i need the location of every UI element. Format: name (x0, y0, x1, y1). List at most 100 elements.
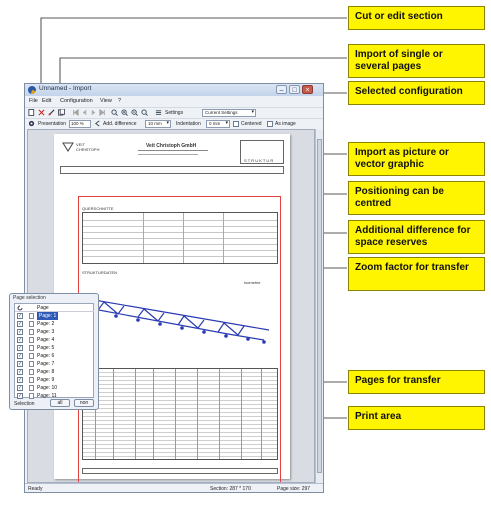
menu-edit[interactable]: Edit (42, 98, 52, 104)
company-logo-icon (62, 142, 74, 152)
page-row[interactable]: ✓ Page: 10 (15, 384, 94, 392)
settings-label[interactable]: Settings (165, 110, 184, 116)
title-bar: Unnamed - Import – □ × (25, 84, 323, 96)
member-table (82, 368, 278, 460)
add-difference-select[interactable]: 10 mm (145, 120, 171, 128)
page-row[interactable]: ✓ Page: 2 (15, 320, 94, 328)
page-icon (29, 385, 34, 391)
page-row[interactable]: ✓ Page: 9 (15, 376, 94, 384)
menu-configuration[interactable]: Configuration (60, 98, 93, 104)
main-toolbar: Settings Current Settings (25, 107, 323, 117)
presentation-label: Presentation (38, 121, 67, 127)
page-row[interactable]: ✓ Page: 4 (15, 336, 94, 344)
centered-label: Centered (241, 121, 262, 127)
cut-icon[interactable] (38, 109, 45, 116)
page-row[interactable]: ✓Page: 5 (15, 344, 94, 352)
callout-configuration: Selected configuration (348, 81, 485, 105)
left-arrow-icon[interactable] (94, 120, 101, 127)
page-label: Page: 9 (37, 377, 55, 383)
close-button[interactable]: × (302, 85, 313, 94)
selection-label: Selection (14, 401, 35, 407)
presentation-zoom-field[interactable]: 100 % (69, 120, 91, 128)
zoom-in-icon[interactable] (121, 109, 128, 116)
maximize-button[interactable]: □ (289, 85, 300, 94)
zoom-fit-icon[interactable] (111, 109, 118, 116)
company-name: Veit Christoph GmbH (146, 143, 197, 149)
next-page-icon[interactable] (90, 109, 97, 116)
page-row[interactable]: ✓ Page: 6 (15, 352, 94, 360)
page-checkbox[interactable]: ✓ (17, 369, 23, 375)
menu-view[interactable]: View (100, 98, 112, 104)
page-checkbox[interactable]: ✓ (17, 377, 23, 383)
page-checkbox[interactable]: ✓ (17, 345, 23, 351)
select-none-button[interactable]: non (74, 399, 94, 407)
page-row[interactable]: ✓ Page: 1 (15, 312, 94, 320)
section-querschnitte: QUERSCHNITTE (82, 206, 114, 211)
as-image-checkbox[interactable] (267, 121, 273, 127)
page-checkbox[interactable]: ✓ (17, 361, 23, 367)
status-bar: Ready Section: 287 * 170 Page size: 297 (25, 483, 323, 493)
page-icon (29, 393, 34, 399)
first-page-icon[interactable] (72, 109, 79, 116)
minimize-button[interactable]: – (276, 85, 287, 94)
page-checkbox[interactable]: ✓ (17, 393, 23, 399)
page-checkbox[interactable]: ✓ (17, 321, 23, 327)
page-checkbox[interactable]: ✓ (17, 313, 23, 319)
page-list: Page ✓ Page: 1 ✓ Page: 2 ✓ Page: 3 ✓ Page: 4… (14, 303, 94, 399)
refresh-icon[interactable] (17, 305, 23, 311)
as-image-label: As image (275, 121, 296, 127)
callout-print-area: Print area (348, 406, 485, 430)
page-checkbox[interactable]: ✓ (17, 337, 23, 343)
page-column-header: Page (37, 305, 49, 311)
page-list-header: Page (15, 304, 94, 312)
settings-icon[interactable] (155, 109, 162, 116)
callout-difference: Additional difference for space reserves (348, 220, 485, 254)
last-page-icon[interactable] (99, 109, 106, 116)
page-label: Page: 1 (37, 312, 59, 320)
menu-file[interactable]: File (29, 98, 38, 104)
scrollbar-thumb[interactable] (317, 139, 322, 473)
page-label: Page: 4 (37, 337, 55, 343)
isometrie-label: Isometrie (244, 280, 261, 285)
page-label: Page: 3 (37, 329, 55, 335)
page-checkbox[interactable]: ✓ (17, 329, 23, 335)
dialog-title: Page selection (13, 295, 46, 301)
drawing-page: VEIT CHRISTOPH Veit Christoph GmbH S T R… (54, 134, 290, 479)
callout-centred: Positioning can be centred (348, 181, 485, 215)
page-label: Page: 10 (37, 385, 58, 391)
connector-cut-edit (40, 17, 347, 109)
logo-line1: VEIT (76, 142, 85, 147)
cross-section-table (82, 212, 278, 264)
page-icon (29, 329, 34, 335)
page-label: Page: 8 (37, 369, 55, 375)
page-row[interactable]: ✓ Page: 8 (15, 368, 94, 376)
app-logo-icon (28, 86, 36, 94)
vertical-scrollbar[interactable] (315, 129, 323, 483)
options-toolbar: Presentation 100 % Add. difference 10 mm… (25, 118, 323, 128)
centered-checkbox[interactable] (233, 121, 239, 127)
isometric-frame-drawing (87, 299, 270, 344)
document-icon[interactable] (28, 109, 35, 116)
page-checkbox[interactable]: ✓ (17, 353, 23, 359)
page-row[interactable]: ✓ Page: 7 (15, 360, 94, 368)
page-icon (29, 321, 34, 327)
page-row[interactable]: ✓Page: 11 (15, 392, 94, 399)
page-label: Page: 6 (37, 353, 55, 359)
page-icon (29, 361, 34, 367)
prev-page-icon[interactable] (81, 109, 88, 116)
page-label: Page: 7 (37, 361, 55, 367)
select-all-button[interactable]: all (50, 399, 70, 407)
import-pages-icon[interactable] (58, 109, 65, 116)
status-section: Section: 287 * 170 (210, 486, 251, 492)
page-checkbox[interactable]: ✓ (17, 385, 23, 391)
indentation-select[interactable]: 0 mm (206, 120, 230, 128)
address-line (138, 150, 208, 151)
menu-help[interactable]: ? (118, 98, 122, 104)
edit-section-icon[interactable] (48, 109, 55, 116)
page-label: Page: 2 (37, 321, 55, 327)
configuration-select[interactable]: Current Settings (202, 109, 256, 117)
zoom-out-icon[interactable] (131, 109, 138, 116)
page-row[interactable]: ✓ Page: 3 (15, 328, 94, 336)
zoom-window-icon[interactable] (141, 109, 148, 116)
logo-line2: CHRISTOPH (76, 147, 100, 152)
